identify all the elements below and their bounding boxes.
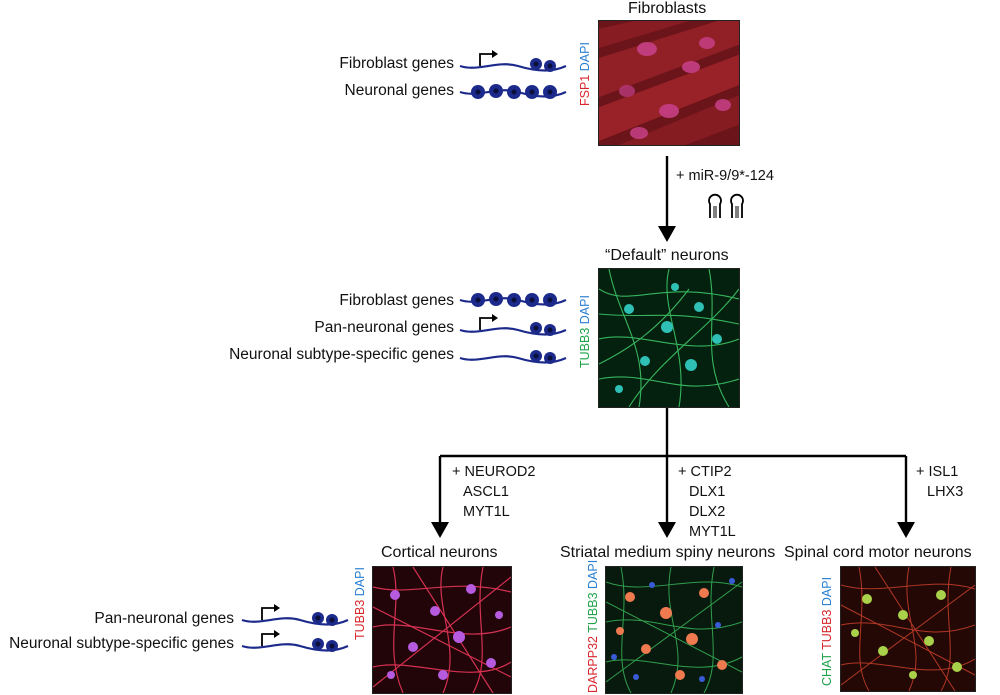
gene-label-fibroblast: Fibroblast genes	[339, 55, 454, 72]
cortical-factors: + NEUROD2 ASCL1 MYT1L	[452, 462, 535, 522]
gene-label-neuronal: Neuronal genes	[344, 82, 454, 99]
gene-silenced-neuronal-icon	[459, 84, 567, 99]
motor-neurons-title: Spinal cord motor neurons	[784, 544, 972, 561]
gene-label-subtype-specific: Neuronal subtype-specific genes	[9, 635, 234, 652]
factor-ctip2: + CTIP2	[678, 464, 732, 480]
factor-dlx2: DLX2	[689, 504, 726, 520]
gene-active-subtype-icon	[241, 630, 349, 652]
factor-isl1: + ISL1	[916, 464, 959, 480]
mirna-factor-label: + miR-9/9*-124	[676, 168, 774, 184]
gene-label-fibroblast: Fibroblast genes	[339, 292, 454, 309]
gene-label-pan-neuronal: Pan-neuronal genes	[94, 610, 234, 627]
motor-micrograph	[840, 566, 976, 692]
motor-factors: + ISL1 LHX3	[916, 462, 963, 502]
striatal-factors: + CTIP2 DLX1 DLX2 MYT1L	[678, 462, 736, 542]
factor-neurod2: + NEUROD2	[452, 464, 536, 480]
stain-chat: CHAT	[820, 653, 834, 686]
factor-myt1l: MYT1L	[689, 524, 736, 540]
cortical-neurons-title: Cortical neurons	[381, 544, 498, 561]
factor-ascl1: ASCL1	[463, 484, 509, 500]
gene-active-pan-neuronal-icon	[241, 604, 349, 626]
gene-label-subtype-specific: Neuronal subtype-specific genes	[229, 346, 454, 363]
default-neurons-micrograph	[598, 268, 740, 408]
factor-dlx1: DLX1	[689, 484, 726, 500]
gene-label-pan-neuronal: Pan-neuronal genes	[314, 319, 454, 336]
stain-dapi: DAPI	[820, 576, 834, 610]
stain-dapi: DAPI	[586, 559, 600, 593]
stain-tubb3: TUBB3	[353, 599, 367, 640]
mirna-hairpin-icon	[708, 193, 744, 218]
stain-dapi: DAPI	[578, 295, 592, 328]
default-neurons-stain-label: TUBB3 DAPI	[578, 295, 592, 368]
motor-stain-label: CHAT TUBB3 DAPI	[820, 577, 834, 686]
gene-active-pan-neuronal-icon	[459, 314, 567, 336]
stain-dapi: DAPI	[353, 567, 367, 600]
gene-silenced-fibroblast-icon	[459, 292, 567, 307]
cortical-stain-label: TUBB3 DAPI	[353, 567, 367, 640]
cortical-micrograph	[372, 566, 512, 694]
striatal-neurons-title: Striatal medium spiny neurons	[560, 544, 776, 561]
stain-dapi: DAPI	[578, 42, 592, 75]
stain-darpp32: DARPP32	[586, 636, 600, 693]
fibroblasts-stain-label: FSP1 DAPI	[578, 42, 592, 106]
gene-active-fibroblast-icon	[459, 50, 567, 72]
gene-poised-subtype-icon	[459, 350, 567, 364]
stain-tubb3: TUBB3	[586, 592, 600, 637]
fibroblasts-title: Fibroblasts	[628, 0, 707, 17]
default-neurons-title: “Default” neurons	[605, 247, 729, 264]
factor-myt1l: MYT1L	[463, 504, 510, 520]
stain-fsp1: FSP1	[578, 74, 592, 106]
factor-lhx3: LHX3	[927, 484, 964, 500]
stain-tubb3: TUBB3	[578, 327, 592, 368]
fibroblasts-micrograph	[598, 20, 740, 146]
striatal-micrograph	[605, 566, 743, 694]
striatal-stain-label: DARPP32 TUBB3 DAPI	[586, 560, 600, 693]
stain-tubb3: TUBB3	[820, 609, 834, 654]
